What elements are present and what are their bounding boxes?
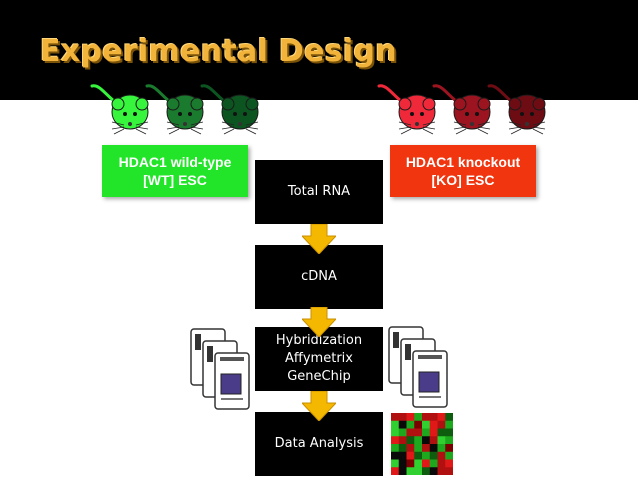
heatmap-cell (445, 444, 453, 453)
heatmap-cell (437, 428, 446, 437)
wt-mice-group (88, 74, 268, 144)
heatmap-cell (391, 420, 400, 429)
heatmap-cell (406, 413, 415, 422)
heatmap-cell (445, 420, 453, 429)
heatmap-cell (406, 467, 415, 475)
heatmap-cell (414, 436, 423, 445)
heatmap-cell (391, 413, 400, 422)
mouse-icon (145, 84, 204, 135)
heatmap-cell (391, 459, 400, 468)
title-band (0, 0, 638, 100)
heatmap-icon (391, 413, 453, 475)
heatmap-cell (422, 428, 431, 437)
heatmap-cell (445, 436, 453, 445)
heatmap-cell (437, 420, 446, 429)
heatmap-cell (414, 413, 423, 422)
wt-group-label: HDAC1 wild-type [WT] ESC (102, 145, 248, 197)
slide-title: Experimental Design (40, 34, 397, 69)
heatmap-cell (422, 459, 431, 468)
mouse-icon (432, 84, 491, 135)
mouse-icon (487, 84, 546, 135)
genechip-icon (388, 326, 448, 408)
heatmap-cell (391, 467, 400, 475)
heatmap-cell (422, 436, 431, 445)
heatmap-cell (398, 444, 407, 453)
heatmap-cell (414, 459, 423, 468)
down-arrow-icon (302, 391, 336, 421)
heatmap-cell (445, 467, 453, 475)
heatmap-cell (429, 444, 438, 453)
heatmap-cell (406, 451, 415, 460)
genechip-icon (190, 328, 250, 410)
heatmap-cell (437, 436, 446, 445)
heatmap-cell (398, 413, 407, 422)
heatmap-cell (414, 467, 423, 475)
heatmap-cell (429, 436, 438, 445)
heatmap-cell (437, 459, 446, 468)
heatmap-cell (445, 428, 453, 437)
heatmap-cell (429, 467, 438, 475)
heatmap-cell (422, 444, 431, 453)
heatmap-cell (406, 420, 415, 429)
heatmap-cell (422, 413, 431, 422)
step-data-analysis: Data Analysis (255, 412, 383, 476)
heatmap-cell (422, 467, 431, 475)
heatmap-cell (437, 413, 446, 422)
heatmap-cell (445, 451, 453, 460)
heatmap-cell (445, 459, 453, 468)
heatmap-cell (414, 420, 423, 429)
step-hybridization: Hybridization Affymetrix GeneChip (255, 327, 383, 391)
heatmap-cell (429, 420, 438, 429)
heatmap-cell (398, 436, 407, 445)
heatmap-cell (398, 428, 407, 437)
heatmap-cell (391, 444, 400, 453)
heatmap-cell (398, 459, 407, 468)
mouse-icon (200, 84, 259, 135)
heatmap-cell (437, 444, 446, 453)
heatmap-cell (391, 428, 400, 437)
heatmap-cell (429, 413, 438, 422)
ko-mice-group (375, 74, 555, 144)
mouse-icon (377, 84, 436, 135)
heatmap-cell (391, 436, 400, 445)
heatmap-cell (414, 451, 423, 460)
heatmap-cell (445, 413, 453, 422)
ko-group-label: HDAC1 knockout [KO] ESC (390, 145, 536, 197)
mouse-icon (90, 84, 149, 135)
heatmap-cell (398, 467, 407, 475)
heatmap-cell (429, 459, 438, 468)
step-total-rna: Total RNA (255, 160, 383, 224)
heatmap-cell (422, 420, 431, 429)
heatmap-cell (429, 451, 438, 460)
heatmap-cell (406, 444, 415, 453)
heatmap-cell (437, 451, 446, 460)
down-arrow-icon (302, 307, 336, 337)
down-arrow-icon (302, 224, 336, 254)
heatmap-cell (429, 428, 438, 437)
heatmap-cell (406, 436, 415, 445)
heatmap-cell (398, 451, 407, 460)
heatmap-cell (437, 467, 446, 475)
heatmap-cell (398, 420, 407, 429)
heatmap-cell (406, 428, 415, 437)
step-cdna: cDNA (255, 245, 383, 309)
heatmap-cell (391, 451, 400, 460)
heatmap-cell (406, 459, 415, 468)
heatmap-cell (414, 444, 423, 453)
heatmap-cell (422, 451, 431, 460)
heatmap-cell (414, 428, 423, 437)
